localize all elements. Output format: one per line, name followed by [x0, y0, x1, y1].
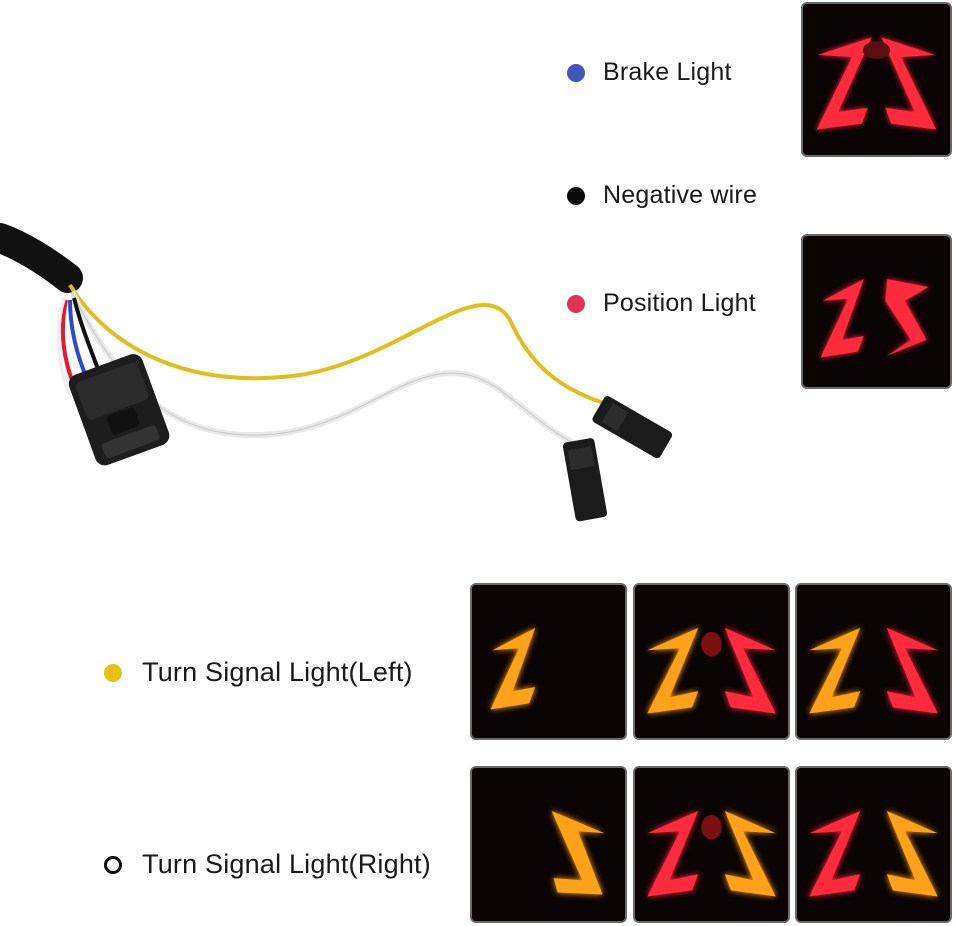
position-light-z-logo — [803, 238, 950, 385]
position-light-dot — [567, 294, 585, 313]
turn-left-z-logo-1 — [472, 585, 625, 738]
turn-right-z-logo-3 — [797, 768, 950, 921]
turn-right-photo-2 — [633, 766, 790, 923]
yellow-wire — [68, 283, 611, 407]
brake-light-z-logo — [803, 6, 950, 153]
turn-left-photo-2 — [633, 583, 790, 740]
white-short-wire — [56, 297, 72, 396]
legend-brake-light: Brake Light — [567, 58, 732, 87]
white-wire-connector — [562, 438, 608, 522]
turn-right-photo-1 — [470, 766, 627, 923]
turn-signal-right-dot — [104, 855, 122, 874]
turn-left-photo-1 — [470, 583, 627, 740]
position-light-label: Position Light — [603, 289, 756, 317]
negative-wire-label: Negative wire — [603, 181, 758, 209]
wiring-harness-image — [0, 223, 673, 522]
turn-right-z-logo-2 — [635, 768, 788, 921]
turn-right-z-logo-1 — [472, 768, 625, 921]
turn-signal-left-dot — [104, 663, 122, 682]
legend-negative-wire: Negative wire — [567, 181, 757, 210]
yellow-wire-connector — [592, 396, 673, 459]
main-connector — [68, 354, 170, 466]
brake-light-label: Brake Light — [603, 58, 732, 86]
position-light-photo — [801, 234, 952, 389]
turn-left-z-logo-3 — [797, 585, 950, 738]
brake-light-dot — [567, 63, 585, 82]
brake-light-photo — [801, 2, 952, 157]
turn-signal-right-label: Turn Signal Light(Right) — [142, 849, 431, 879]
turn-left-z-logo-2 — [635, 585, 788, 738]
turn-signal-left-label: Turn Signal Light(Left) — [142, 657, 413, 687]
legend-turn-signal-left: Turn Signal Light(Left) — [104, 657, 413, 688]
negative-wire-dot — [567, 186, 585, 205]
turn-left-photo-3 — [795, 583, 952, 740]
turn-right-photo-3 — [795, 766, 952, 923]
harness-cable — [0, 223, 83, 293]
legend-turn-signal-right: Turn Signal Light(Right) — [104, 849, 431, 880]
legend-position-light: Position Light — [567, 289, 756, 318]
